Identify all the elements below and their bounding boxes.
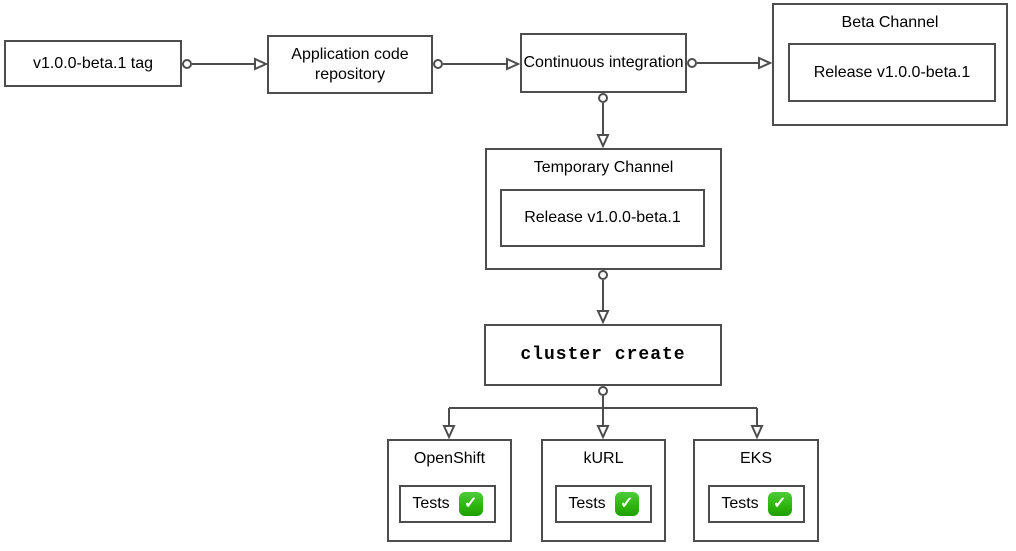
group-cluster-eks-title: EKS bbox=[739, 450, 772, 467]
check-icon: ✓ bbox=[458, 492, 483, 516]
branch-cluster-create-to-clusters bbox=[442, 386, 764, 440]
node-openshift-tests-label: Tests bbox=[412, 495, 450, 512]
arrow-tag-to-repo bbox=[182, 57, 269, 71]
group-cluster-eks: EKS Tests ✓ bbox=[693, 439, 819, 542]
node-version-tag-label: v1.0.0-beta.1 tag bbox=[32, 54, 154, 72]
node-version-tag: v1.0.0-beta.1 tag bbox=[4, 40, 182, 87]
node-kurl-tests-label: Tests bbox=[568, 495, 606, 512]
check-icon-glyph: ✓ bbox=[772, 495, 787, 512]
group-cluster-kurl: kURL Tests ✓ bbox=[541, 439, 666, 542]
node-beta-release: Release v1.0.0-beta.1 bbox=[788, 43, 996, 102]
check-icon-glyph: ✓ bbox=[463, 495, 478, 512]
arrow-repo-to-ci bbox=[433, 57, 521, 71]
node-cluster-create: cluster create bbox=[484, 324, 722, 386]
arrow-ci-to-beta-channel bbox=[687, 56, 773, 70]
node-app-code-repository-label: Application code repository bbox=[291, 45, 409, 83]
group-beta-channel-title: Beta Channel bbox=[841, 14, 939, 31]
node-eks-tests-label: Tests bbox=[721, 495, 759, 512]
node-temporary-release-label: Release v1.0.0-beta.1 bbox=[524, 209, 681, 226]
group-cluster-kurl-title: kURL bbox=[583, 450, 624, 467]
node-eks-tests: Tests ✓ bbox=[708, 485, 805, 523]
node-beta-release-label: Release v1.0.0-beta.1 bbox=[813, 63, 971, 81]
node-continuous-integration: Continuous integration bbox=[520, 33, 687, 93]
node-kurl-tests: Tests ✓ bbox=[555, 485, 652, 523]
group-cluster-openshift-title: OpenShift bbox=[413, 450, 486, 467]
node-cluster-create-label: cluster create bbox=[520, 344, 686, 365]
arrow-temp-channel-to-cluster-create bbox=[596, 270, 610, 325]
check-icon-glyph: ✓ bbox=[619, 495, 634, 512]
node-temporary-release: Release v1.0.0-beta.1 bbox=[500, 189, 705, 247]
node-openshift-tests: Tests ✓ bbox=[399, 485, 496, 523]
arrow-ci-to-temp-channel bbox=[596, 93, 610, 149]
node-continuous-integration-label: Continuous integration bbox=[523, 54, 684, 71]
group-cluster-openshift: OpenShift Tests ✓ bbox=[387, 439, 512, 542]
check-icon: ✓ bbox=[614, 492, 639, 516]
group-beta-channel: Beta Channel Release v1.0.0-beta.1 bbox=[772, 3, 1008, 126]
check-icon: ✓ bbox=[767, 492, 792, 516]
group-temporary-channel-title: Temporary Channel bbox=[533, 159, 674, 176]
group-temporary-channel: Temporary Channel Release v1.0.0-beta.1 bbox=[485, 148, 722, 270]
node-app-code-repository: Application code repository bbox=[267, 35, 433, 94]
